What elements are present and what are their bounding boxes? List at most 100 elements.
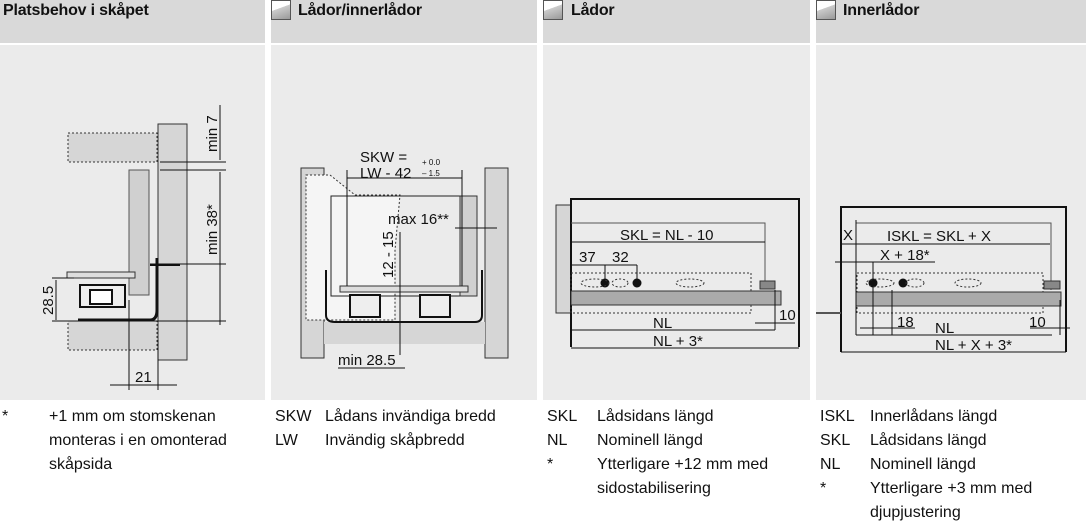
note-item: NL Nominell längd bbox=[816, 453, 1086, 477]
note-item: SKL Lådsidans längd bbox=[543, 405, 810, 429]
diagram-inner-drawer-length: X ISKL = SKL + X X + 18* 18 NL 10 NL + X… bbox=[816, 45, 1086, 400]
panel-title: Lådor/innerlådor bbox=[298, 2, 422, 19]
note-key: LW bbox=[275, 432, 298, 449]
note-text: Invändig skåpbredd bbox=[325, 432, 465, 449]
note-text: Lådsidans längd bbox=[597, 408, 714, 425]
lower-panel bbox=[67, 320, 158, 351]
panel-title: Innerlådor bbox=[843, 2, 920, 19]
dim-skl: SKL = NL - 10 bbox=[620, 227, 714, 244]
note-key: * bbox=[820, 480, 827, 497]
upper-panel bbox=[67, 132, 158, 163]
right-cabinet-side bbox=[484, 167, 509, 359]
drawer-side bbox=[128, 169, 150, 296]
inner-drawer-outline bbox=[856, 222, 1052, 290]
drawer-type-icon bbox=[271, 0, 291, 20]
diagram-drawer-width: SKW = LW - 42 + 0.0 – 1.5 max 16** 12 - … bbox=[271, 45, 537, 400]
cabinet-outline bbox=[840, 206, 1067, 352]
note-key: SKL bbox=[820, 432, 851, 449]
note-item: SKL Lådsidans längd bbox=[816, 429, 1086, 453]
drawer-side-outline bbox=[571, 222, 766, 285]
drawer-type-icon bbox=[816, 0, 836, 20]
hole-32 bbox=[632, 278, 642, 288]
dim-37: 37 bbox=[579, 249, 596, 266]
note-item: * +1 mm om stomskenan monteras i en omon… bbox=[0, 405, 265, 477]
drawer-front bbox=[555, 204, 572, 314]
panel-innerlador: Innerlådor bbox=[816, 0, 1086, 532]
cabinet-space-drawing: min 7 min 38* 28.5 21 bbox=[40, 105, 226, 390]
dim-18: 18 bbox=[897, 314, 914, 331]
panel-lador: Lådor SKL = NL - 10 bbox=[543, 0, 810, 532]
note-text: Lådsidans längd bbox=[870, 432, 987, 449]
panel-platsbehov: Platsbehov i skåpet bbox=[0, 0, 265, 532]
dim-min38: min 38* bbox=[204, 204, 221, 255]
panel-header: Platsbehov i skåpet bbox=[0, 0, 265, 43]
bracket bbox=[78, 258, 159, 322]
diagram-drawer-length: SKL = NL - 10 37 32 NL NL + 3* 10 bbox=[543, 45, 810, 400]
dim-max16: max 16** bbox=[388, 211, 449, 228]
dim-10: 10 bbox=[1029, 314, 1046, 331]
note-item: NL Nominell längd bbox=[543, 429, 810, 453]
dim-12-15: 12 - 15 bbox=[380, 231, 397, 278]
notes-list: SKL Lådsidans längd NL Nominell längd * … bbox=[543, 405, 810, 501]
drawer-length-drawing: SKL = NL - 10 37 32 NL NL + 3* 10 bbox=[555, 198, 800, 350]
dim-skw: SKW = bbox=[360, 149, 407, 166]
note-text: Nominell längd bbox=[870, 456, 976, 473]
drawer-type-icon bbox=[543, 0, 563, 20]
panel-header: Lådor bbox=[543, 0, 810, 43]
panel-header: Innerlådor bbox=[816, 0, 1086, 43]
runner-left bbox=[349, 294, 381, 318]
note-key: ISKL bbox=[820, 408, 855, 425]
front-panel bbox=[305, 174, 401, 321]
note-text: Ytterligare +12 mm med sidostabilisering bbox=[597, 456, 769, 497]
dim-x: X bbox=[843, 227, 853, 244]
note-item: * Ytterligare +3 mm med djupjustering bbox=[816, 477, 1086, 525]
inner-drawer-length-drawing: X ISKL = SKL + X X + 18* 18 NL 10 NL + X… bbox=[816, 206, 1070, 354]
note-key: SKL bbox=[547, 408, 578, 425]
note-item: * Ytterligare +12 mm med sidostabiliseri… bbox=[543, 453, 810, 501]
dim-nl-x-3: NL + X + 3* bbox=[935, 337, 1012, 354]
tolerance-plus: + 0.0 bbox=[422, 158, 441, 167]
note-text: Ytterligare +3 mm med djupjustering bbox=[870, 480, 1033, 521]
dim-iskl: ISKL = SKL + X bbox=[887, 228, 991, 245]
cabinet-side bbox=[157, 123, 188, 361]
note-key: NL bbox=[820, 456, 841, 473]
runner-rail bbox=[855, 291, 1062, 307]
panel-title: Platsbehov i skåpet bbox=[3, 2, 149, 19]
note-text: Nominell längd bbox=[597, 432, 703, 449]
runner-right bbox=[419, 294, 451, 318]
note-key: * bbox=[2, 408, 9, 425]
note-item: SKW Lådans invändiga bredd bbox=[271, 405, 537, 429]
note-key: * bbox=[547, 456, 554, 473]
hole-18 bbox=[898, 278, 908, 288]
dim-nl: NL bbox=[935, 320, 954, 337]
dim-nl: NL bbox=[653, 315, 672, 332]
note-key: NL bbox=[547, 432, 568, 449]
drawer-bottom bbox=[66, 271, 136, 279]
dim-21: 21 bbox=[135, 369, 152, 386]
panel-title: Lådor bbox=[571, 2, 615, 19]
dim-nl-3: NL + 3* bbox=[653, 333, 703, 350]
note-text: Lådans invändiga bredd bbox=[325, 408, 496, 425]
note-key: SKW bbox=[275, 408, 312, 425]
note-text: +1 mm om stomskenan monteras i en omonte… bbox=[49, 408, 227, 473]
drawer-width-drawing: SKW = LW - 42 + 0.0 – 1.5 max 16** 12 - … bbox=[300, 149, 509, 369]
dim-28-5: 28.5 bbox=[40, 286, 57, 315]
dim-10: 10 bbox=[779, 307, 796, 324]
note-text: Innerlådans längd bbox=[870, 408, 998, 425]
dim-x-18: X + 18* bbox=[880, 247, 930, 264]
panel-lador-innerlador: Lådor/innerlådor SKW = LW - 42 + bbox=[271, 0, 537, 532]
dim-min7: min 7 bbox=[204, 115, 221, 152]
notes-list: ISKL Innerlådans längd SKL Lådsidans län… bbox=[816, 405, 1086, 525]
dim-min28-5: min 28.5 bbox=[338, 352, 396, 369]
notes-list: SKW Lådans invändiga bredd LW Invändig s… bbox=[271, 405, 537, 453]
notes-list: * +1 mm om stomskenan monteras i en omon… bbox=[0, 405, 265, 477]
drawer-bottom bbox=[339, 285, 469, 293]
note-item: LW Invändig skåpbredd bbox=[271, 429, 537, 453]
diagram-cabinet-space: min 7 min 38* 28.5 21 bbox=[0, 45, 265, 400]
tolerance-minus: – 1.5 bbox=[422, 169, 440, 178]
panel-header: Lådor/innerlådor bbox=[271, 0, 537, 43]
note-item: ISKL Innerlådans längd bbox=[816, 405, 1086, 429]
runner-rail bbox=[570, 290, 782, 306]
dim-32: 32 bbox=[612, 249, 629, 266]
dim-lw-42: LW - 42 bbox=[360, 165, 411, 182]
